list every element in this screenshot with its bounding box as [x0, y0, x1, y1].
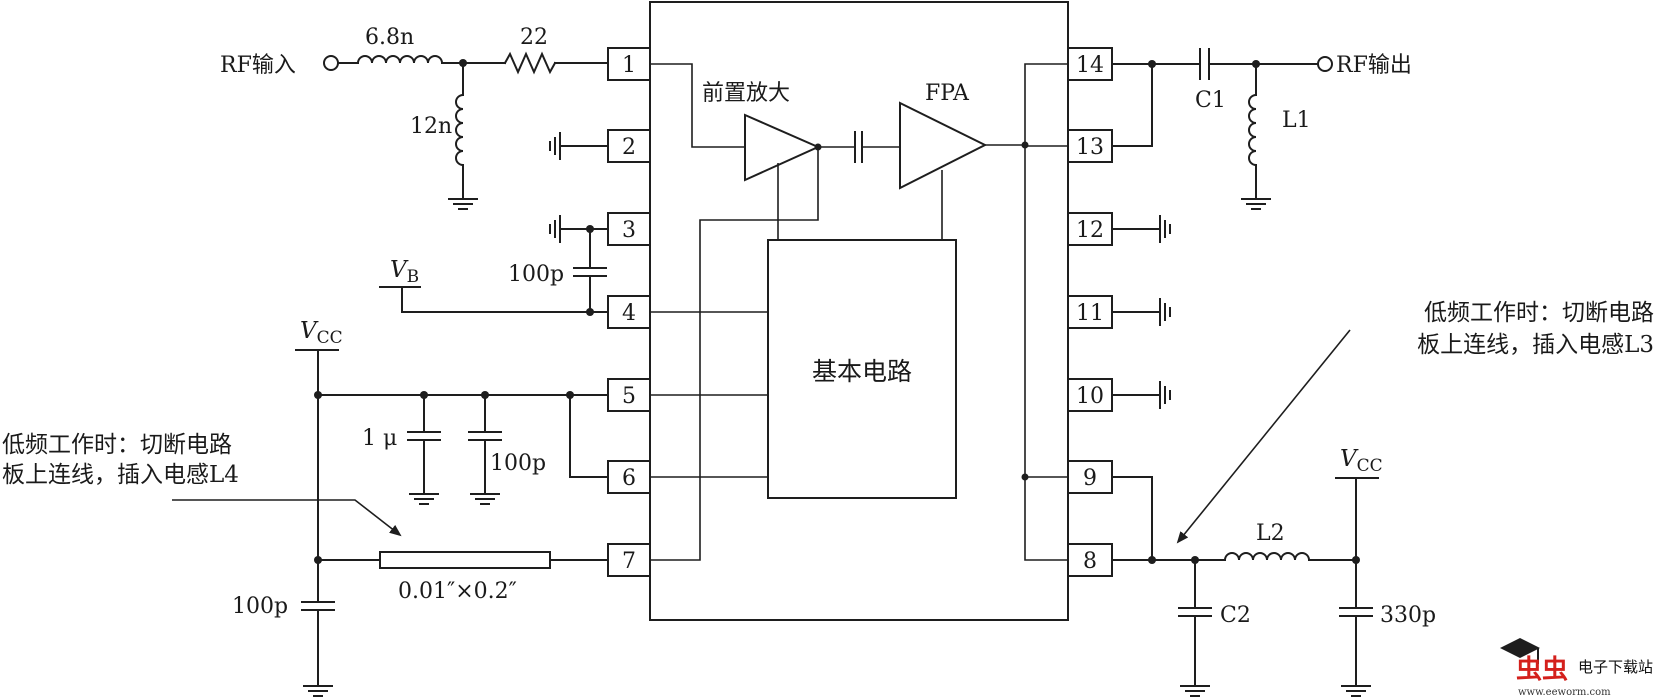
vb-supply: VB	[379, 257, 609, 316]
pin-13: 13	[1067, 129, 1113, 163]
pin-12-label: 12	[1076, 218, 1104, 243]
pin-13-label: 13	[1076, 135, 1104, 160]
pin-11: 11	[1067, 295, 1113, 329]
pin-7: 7	[607, 543, 651, 577]
right-note-line1: 低频工作时：切断电路	[1424, 300, 1654, 326]
pin-9: 9	[1067, 460, 1113, 494]
vcc-right-label: VCC	[1340, 446, 1383, 476]
ic-pins-right: 14 13 12 11 10 9 8	[1067, 47, 1113, 577]
c1-label: C1	[1195, 88, 1226, 113]
vcc-left-network: VCC 1 μ 100p 0.01″×0.2″	[232, 318, 609, 697]
left-note-line2: 板上连线，插入电感L4	[2, 462, 239, 488]
pin-3-label: 3	[622, 218, 636, 243]
c-1u-value: 1 μ	[362, 426, 397, 451]
pin2-ground	[549, 132, 609, 160]
stripline	[379, 551, 551, 569]
rf-output-port	[1317, 56, 1333, 72]
right-note-line2: 板上连线，插入电感L3	[1417, 332, 1654, 358]
watermark-brand: 虫虫	[1516, 655, 1568, 685]
c-330p-value: 330p	[1380, 603, 1436, 628]
l-in-series-value: 6.8n	[365, 25, 414, 50]
inductor-l2	[1223, 552, 1311, 562]
preamp-label: 前置放大	[702, 81, 790, 106]
vcc-left-label: VCC	[300, 318, 343, 348]
c-pin3-value: 100p	[508, 262, 564, 287]
watermark: 虫虫 电子下载站 www.eeworm.com	[1500, 638, 1653, 698]
pin-2: 2	[607, 129, 651, 163]
pin-11-label: 11	[1076, 301, 1104, 326]
pin-1: 1	[607, 47, 651, 81]
fpa-label: FPA	[925, 81, 970, 106]
c2-label: C2	[1220, 603, 1251, 628]
left-note: 低频工作时：切断电路 板上连线，插入电感L4	[2, 432, 402, 537]
inductor-6-8n	[356, 55, 444, 65]
pin-4: 4	[607, 295, 651, 329]
c-100p-vcc-left-value: 100p	[232, 594, 288, 619]
rf-output-network: C1 RF输出 L1	[1111, 48, 1412, 210]
ic-pins-left: 1 2 3 4 5 6 7	[607, 47, 651, 577]
rf-input-port	[323, 55, 339, 71]
rf-output-label: RF输出	[1336, 53, 1412, 78]
fpa-block: FPA	[899, 81, 988, 190]
r-in-series-value: 22	[520, 25, 548, 50]
pin-2-label: 2	[622, 135, 636, 160]
pin-8: 8	[1067, 543, 1113, 577]
l2-label: L2	[1256, 521, 1285, 546]
pin-3: 3	[607, 212, 651, 246]
right-note: 低频工作时：切断电路 板上连线，插入电感L3	[1176, 300, 1654, 544]
resistor-22	[503, 51, 557, 75]
pin-6: 6	[607, 460, 651, 494]
c-100p-pin5-value: 100p	[490, 451, 546, 476]
pin-7-label: 7	[622, 549, 636, 574]
core-circuit-block: 基本电路	[767, 239, 957, 499]
pin-9-label: 9	[1083, 466, 1097, 491]
pin-10: 10	[1067, 378, 1113, 412]
pin3-network: 100p	[508, 215, 609, 313]
right-grounds	[1111, 215, 1171, 409]
pin-6-label: 6	[622, 466, 636, 491]
vb-label: VB	[390, 257, 419, 287]
inductor-12n	[455, 93, 465, 167]
stripline-value: 0.01″×0.2″	[398, 579, 517, 604]
pin-14-label: 14	[1076, 53, 1104, 78]
pin-1-label: 1	[622, 53, 636, 78]
pin-14: 14	[1067, 47, 1113, 81]
left-note-line1: 低频工作时：切断电路	[2, 432, 232, 458]
rf-input-network: RF输入 6.8n 22 12n	[220, 25, 609, 210]
l-in-shunt-value: 12n	[410, 114, 452, 139]
core-circuit-label: 基本电路	[812, 357, 912, 386]
pin-8-label: 8	[1083, 549, 1097, 574]
l1-label: L1	[1282, 108, 1311, 133]
pin-10-label: 10	[1076, 384, 1104, 409]
vcc-right-network: C2 L2 VCC 330p	[1111, 446, 1436, 697]
internal-wiring	[650, 63, 1068, 561]
inductor-l1	[1248, 93, 1258, 167]
pin-12: 12	[1067, 212, 1113, 246]
pin-4-label: 4	[622, 301, 636, 326]
pin-5: 5	[607, 378, 651, 412]
rf-input-label: RF输入	[220, 53, 296, 78]
pin-5-label: 5	[622, 384, 636, 409]
watermark-url: www.eeworm.com	[1518, 687, 1611, 698]
preamp-block: 前置放大	[702, 81, 821, 182]
graduation-cap-icon	[1500, 638, 1540, 664]
watermark-title: 电子下载站	[1578, 658, 1653, 676]
